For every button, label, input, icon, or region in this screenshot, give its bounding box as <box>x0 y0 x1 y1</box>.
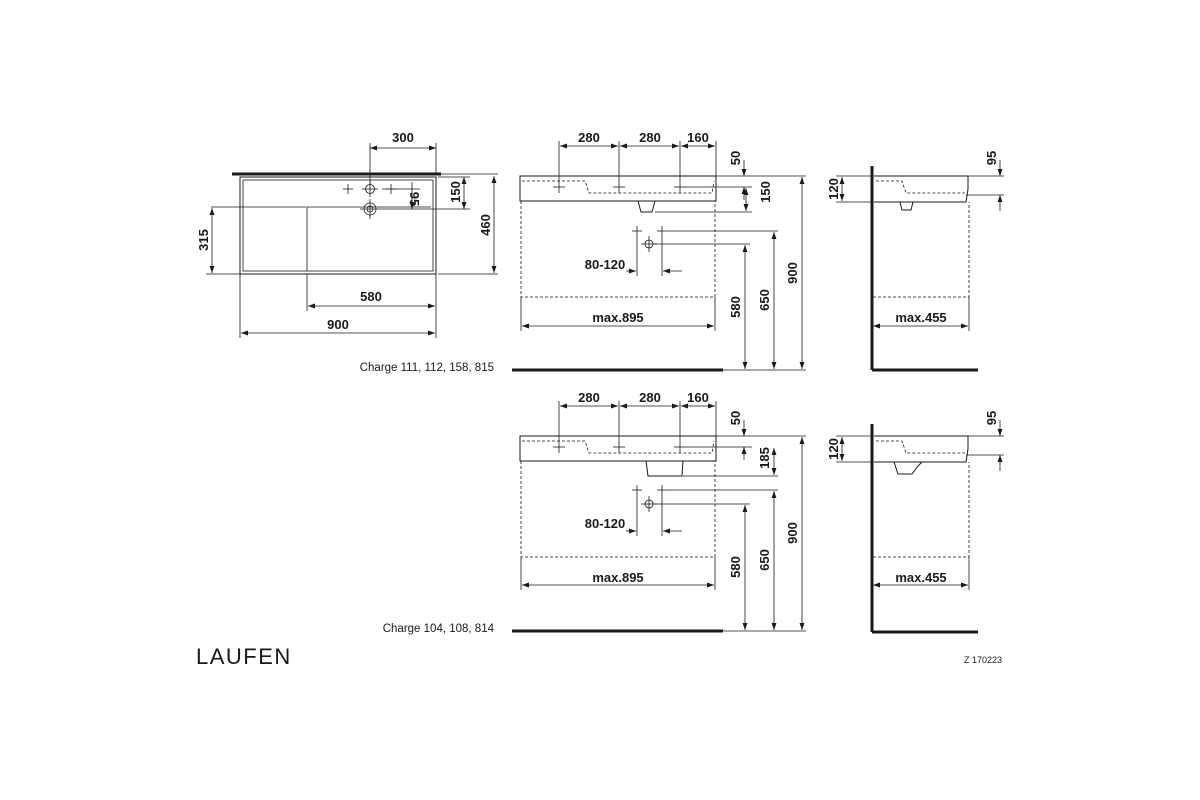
side2-dim-95: 95 <box>984 411 999 425</box>
front1-dim-150: 150 <box>758 181 773 203</box>
front2-dim-900: 900 <box>785 522 800 544</box>
front2-dim-280b: 280 <box>639 390 661 405</box>
front2-caption: Charge 104, 108, 814 <box>383 623 495 635</box>
side2-siphon <box>893 461 923 475</box>
front1-dim-280a: 280 <box>578 130 600 145</box>
front1-dim-80-120: 80-120 <box>585 257 625 272</box>
plan-dim-150: 150 <box>448 181 463 203</box>
front2-cabinet <box>520 461 716 558</box>
front2-dim-580: 580 <box>728 556 743 578</box>
front1-dim-650: 650 <box>757 289 772 311</box>
plan-dim-95: 95 <box>407 192 422 206</box>
front2-siphon <box>645 460 684 477</box>
plan-basin-outline <box>239 176 437 275</box>
plan-dim-900: 900 <box>327 317 349 332</box>
side2-dim-120: 120 <box>826 438 841 460</box>
front2-dim-160: 160 <box>687 390 709 405</box>
front2-basin <box>519 435 717 462</box>
front2-dim-185: 185 <box>757 447 772 469</box>
side2-dim-max455: max.455 <box>895 570 946 585</box>
front2-dim-280a: 280 <box>578 390 600 405</box>
front-view-1: 280 280 160 50 150 80-120 max.895 <box>360 130 806 374</box>
front1-tap-hole-icon <box>613 181 625 193</box>
front1-cabinet <box>520 201 716 298</box>
side1-drain <box>899 201 914 211</box>
front1-tap-hole-icon <box>553 181 565 193</box>
front1-tap-hole-icon <box>674 181 686 193</box>
front2-tap-hole-icon <box>553 441 565 453</box>
front2-dim-50: 50 <box>728 411 743 425</box>
side1-cabinet <box>872 202 970 298</box>
side2-cabinet <box>872 462 970 558</box>
side1-dim-120: 120 <box>826 178 841 200</box>
front1-supply-icon <box>632 226 642 236</box>
front1-basin <box>519 175 717 202</box>
side2-bowl-hidden <box>876 440 965 454</box>
plan-dim-460: 460 <box>478 214 493 236</box>
front2-dim-650: 650 <box>757 549 772 571</box>
front1-dim-900: 900 <box>785 262 800 284</box>
front2-dim-80-120: 80-120 <box>585 516 625 531</box>
side1-basin <box>874 175 969 203</box>
side1-bowl-hidden <box>876 180 965 194</box>
front2-dim-max895: max.895 <box>592 570 643 585</box>
plan-basin-inner <box>242 179 434 272</box>
side1-dim-max455: max.455 <box>895 310 946 325</box>
front1-caption: Charge 111, 112, 158, 815 <box>360 362 494 374</box>
front2-tap-hole-icon <box>613 441 625 453</box>
drawing-code: Z 170223 <box>964 655 1002 665</box>
plan-tap-hole-icon <box>343 184 353 194</box>
front-view-2: 280 280 160 50 185 80-120 max.895 580 6 <box>383 390 806 635</box>
plan-bowl-edge <box>306 206 431 271</box>
front1-dim-50: 50 <box>728 151 743 165</box>
side1-dim-95: 95 <box>984 151 999 165</box>
front1-bowl-hidden <box>522 180 715 194</box>
front1-dim-280b: 280 <box>639 130 661 145</box>
front2-tap-hole-icon <box>674 441 686 453</box>
side-view-1: 120 95 max.455 <box>826 151 1004 372</box>
side2-basin <box>874 435 969 463</box>
front1-dim-580: 580 <box>728 296 743 318</box>
plan-dim-580: 580 <box>360 289 382 304</box>
side-view-2: 120 95 max.455 <box>826 411 1004 634</box>
front2-supply-icon <box>657 485 667 495</box>
plan-dim-315: 315 <box>196 229 211 251</box>
plan-drain-icon <box>360 199 380 219</box>
plan-view: 300 95 150 460 315 580 900 <box>196 130 498 338</box>
front2-bowl-hidden <box>522 440 715 454</box>
front1-dim-160: 160 <box>687 130 709 145</box>
front1-dim-max895: max.895 <box>592 310 643 325</box>
front1-supply-icon <box>657 226 667 236</box>
brand-logo: LAUFEN <box>196 644 292 669</box>
plan-dim-300: 300 <box>392 130 414 145</box>
front2-supply-icon <box>632 485 642 495</box>
front1-drain <box>637 200 656 213</box>
